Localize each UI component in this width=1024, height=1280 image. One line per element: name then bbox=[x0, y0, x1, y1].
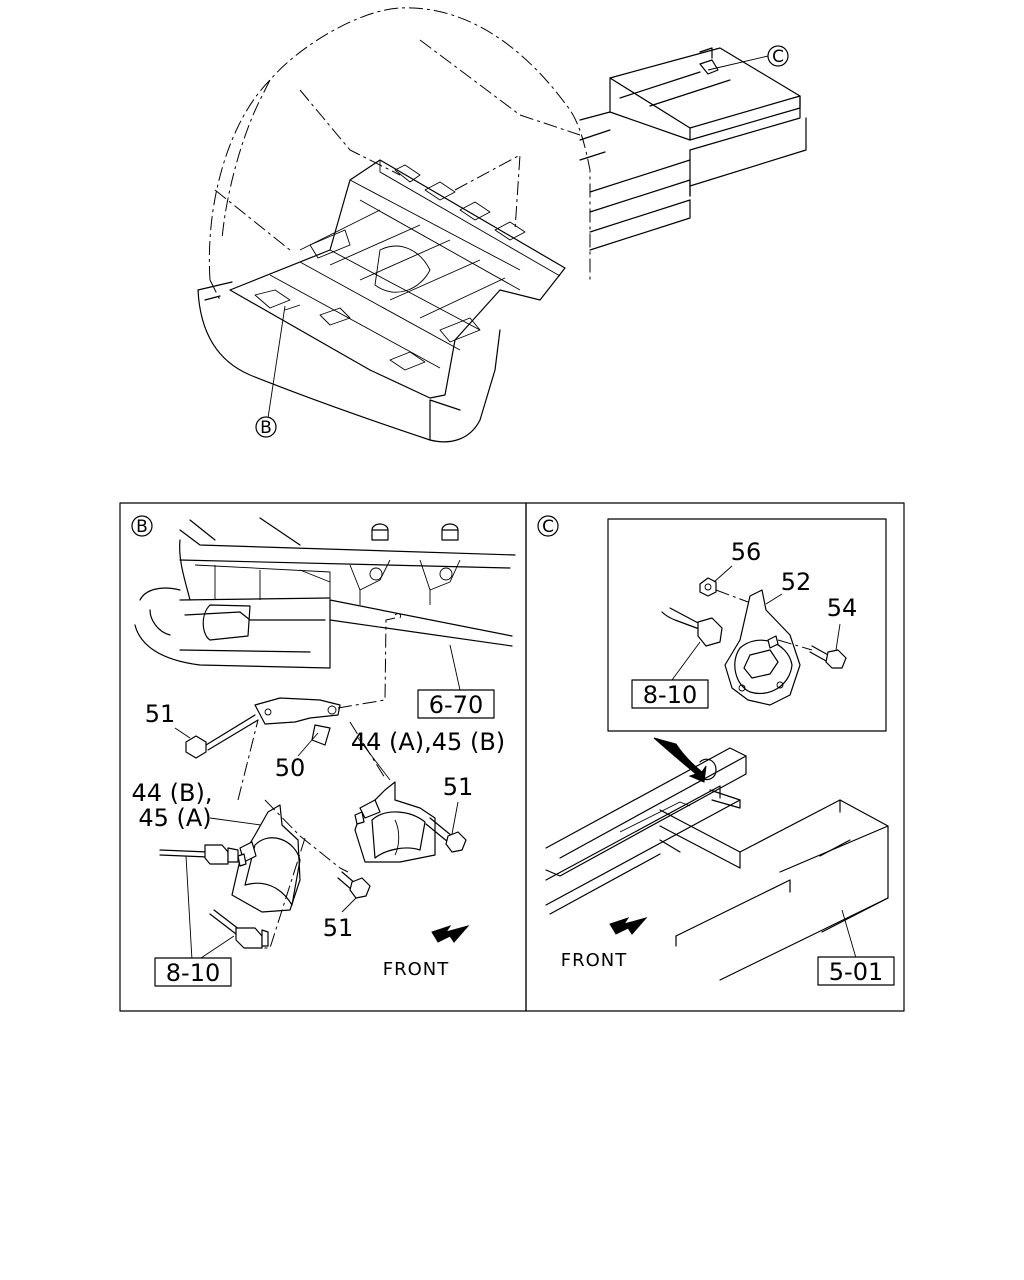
part-label-50: 50 bbox=[275, 754, 306, 782]
front-arrow-icon bbox=[431, 925, 470, 943]
ref-label-5-01: 5-01 bbox=[829, 958, 883, 986]
wire-connector-upper bbox=[159, 844, 239, 865]
bolt-51-right bbox=[425, 817, 467, 853]
callout-b-circle bbox=[255, 416, 277, 438]
nut-56 bbox=[699, 577, 717, 597]
callout-b-leader bbox=[267, 305, 286, 419]
bracket-52 bbox=[724, 589, 801, 706]
chassis-frame bbox=[579, 47, 807, 251]
bracket-50-phantom bbox=[337, 617, 396, 709]
bolt-51-bottom bbox=[337, 871, 371, 899]
part-label-44a-45b: 44 (A),45 (B) bbox=[351, 728, 505, 756]
ref-box-6-70 bbox=[417, 689, 495, 719]
panel-b-callout-circle bbox=[131, 515, 153, 537]
panel-c-frame-rails bbox=[545, 747, 889, 981]
part-label-51-right: 51 bbox=[443, 773, 474, 801]
front-label-b: FRONT bbox=[383, 959, 450, 980]
panel-b-callout-label: B bbox=[136, 517, 148, 537]
cab-shell bbox=[197, 7, 591, 443]
panel-c-callout-label: C bbox=[542, 517, 554, 537]
front-label-c: FRONT bbox=[561, 950, 628, 971]
horn-44b-45a bbox=[231, 804, 301, 913]
bolt-51-top bbox=[185, 714, 259, 759]
wire-connector-lower bbox=[209, 909, 269, 949]
cab-overview: B C bbox=[197, 7, 807, 443]
horn-44a-45b bbox=[354, 781, 436, 863]
callout-c-label: C bbox=[772, 47, 784, 67]
sensor-connector bbox=[661, 607, 723, 647]
part-label-51-top: 51 bbox=[145, 700, 176, 728]
callout-b-label: B bbox=[260, 418, 272, 438]
panel-c-callout-circle bbox=[537, 515, 559, 537]
part-label-56: 56 bbox=[731, 538, 762, 566]
bolt-54 bbox=[809, 645, 847, 669]
panel-c-frame bbox=[525, 502, 905, 1012]
part-label-52: 52 bbox=[781, 568, 812, 596]
ref-label-8-10-b: 8-10 bbox=[166, 959, 220, 987]
bracket-50 bbox=[254, 697, 341, 746]
part-label-44b: 44 (B), bbox=[132, 779, 213, 807]
ref-box-8-10-c bbox=[631, 679, 709, 709]
callout-c-circle bbox=[767, 45, 789, 67]
ref-box-8-10-b bbox=[154, 957, 232, 987]
panel-b: B bbox=[131, 515, 516, 987]
ref-box-5-01 bbox=[817, 956, 895, 986]
part-label-45a: 45 (A) bbox=[138, 804, 211, 832]
callout-c-leader bbox=[707, 55, 769, 71]
ref-label-8-10-c: 8-10 bbox=[643, 681, 697, 709]
panel-c: C 56 52 54 bbox=[537, 515, 895, 986]
cab-floor-panel bbox=[229, 159, 566, 399]
panel-b-body-detail bbox=[134, 517, 516, 669]
ref-label-6-70: 6-70 bbox=[429, 691, 483, 719]
front-arrow-icon-c bbox=[609, 917, 648, 935]
part-label-54: 54 bbox=[827, 594, 858, 622]
detail-pointer-arrow-icon bbox=[653, 737, 707, 783]
part-label-51-bottom: 51 bbox=[323, 914, 354, 942]
detail-inset-frame bbox=[607, 518, 887, 732]
ref-6-70-leader bbox=[449, 644, 461, 691]
